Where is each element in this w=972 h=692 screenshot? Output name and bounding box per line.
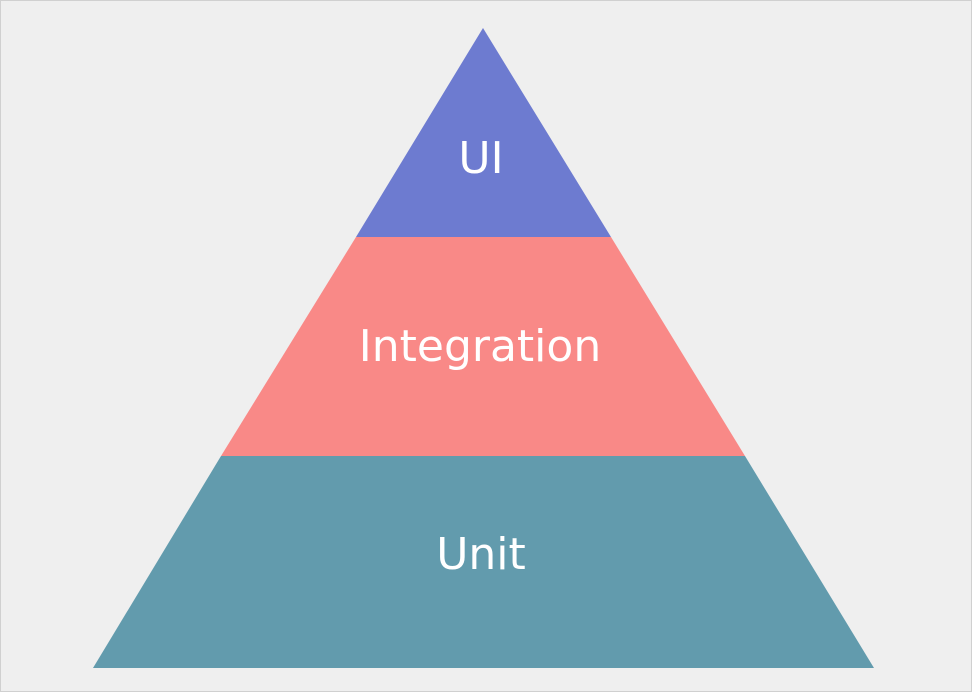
- pyramid-layer-integration: [221, 237, 745, 456]
- pyramid-label-integration: Integration: [359, 321, 601, 372]
- pyramid-layer-ui: [356, 28, 611, 237]
- pyramid-label-unit: Unit: [436, 529, 526, 580]
- pyramid-label-ui: UI: [458, 133, 503, 184]
- pyramid-layer-unit: [93, 456, 874, 668]
